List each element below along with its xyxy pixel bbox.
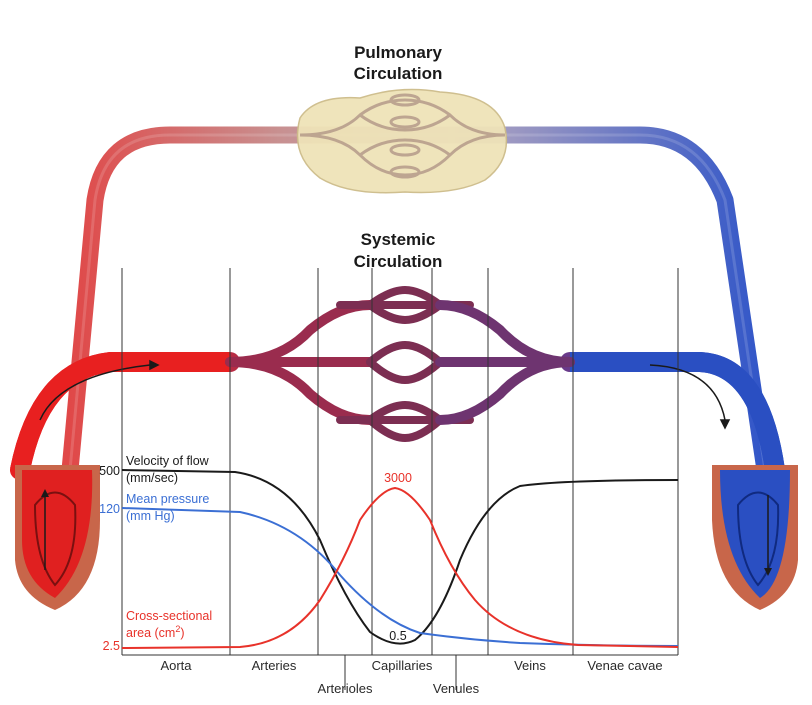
- segment-venae-cavae: Venae cavae: [587, 658, 662, 673]
- segment-veins: Veins: [514, 658, 546, 673]
- area-curve: [121, 486, 679, 649]
- velocity-min-label: 0.5: [389, 629, 406, 643]
- velocity-label: Velocity of flow: [126, 454, 210, 468]
- area-tick: 2.5: [103, 639, 120, 653]
- pressure-curve: [121, 507, 679, 647]
- pulmonary-loop-edge: [68, 133, 767, 471]
- left-heart: [15, 465, 100, 610]
- lung-capillary-bed: [296, 88, 508, 194]
- area-label: Cross-sectional: [126, 609, 212, 623]
- pressure-label: Mean pressure: [126, 492, 209, 506]
- systemic-title-line1: Systemic: [361, 230, 436, 249]
- area-peak-label: 3000: [384, 471, 412, 485]
- systemic-capillary-network: [225, 285, 575, 443]
- pressure-unit: (mm Hg): [126, 509, 175, 523]
- flow-arrows: [39, 359, 731, 430]
- area-unit: area (cm2): [126, 624, 185, 640]
- segment-arteries: Arteries: [252, 658, 297, 673]
- velocity-curve: [121, 469, 679, 645]
- pulmonary-title-line2: Circulation: [354, 64, 443, 83]
- segment-aorta: Aorta: [160, 658, 192, 673]
- segment-arterioles: Arterioles: [318, 681, 373, 696]
- pressure-tick: 120: [99, 502, 120, 516]
- segment-venules: Venules: [433, 681, 480, 696]
- segment-capillaries: Capillaries: [372, 658, 433, 673]
- systemic-title-line2: Circulation: [354, 252, 443, 271]
- segment-dividers: [121, 268, 679, 690]
- right-heart: [712, 465, 798, 610]
- pulmonary-loop: [61, 126, 774, 479]
- velocity-unit: (mm/sec): [126, 471, 178, 485]
- velocity-tick: 500: [99, 464, 120, 478]
- pulmonary-title-line1: Pulmonary: [354, 43, 442, 62]
